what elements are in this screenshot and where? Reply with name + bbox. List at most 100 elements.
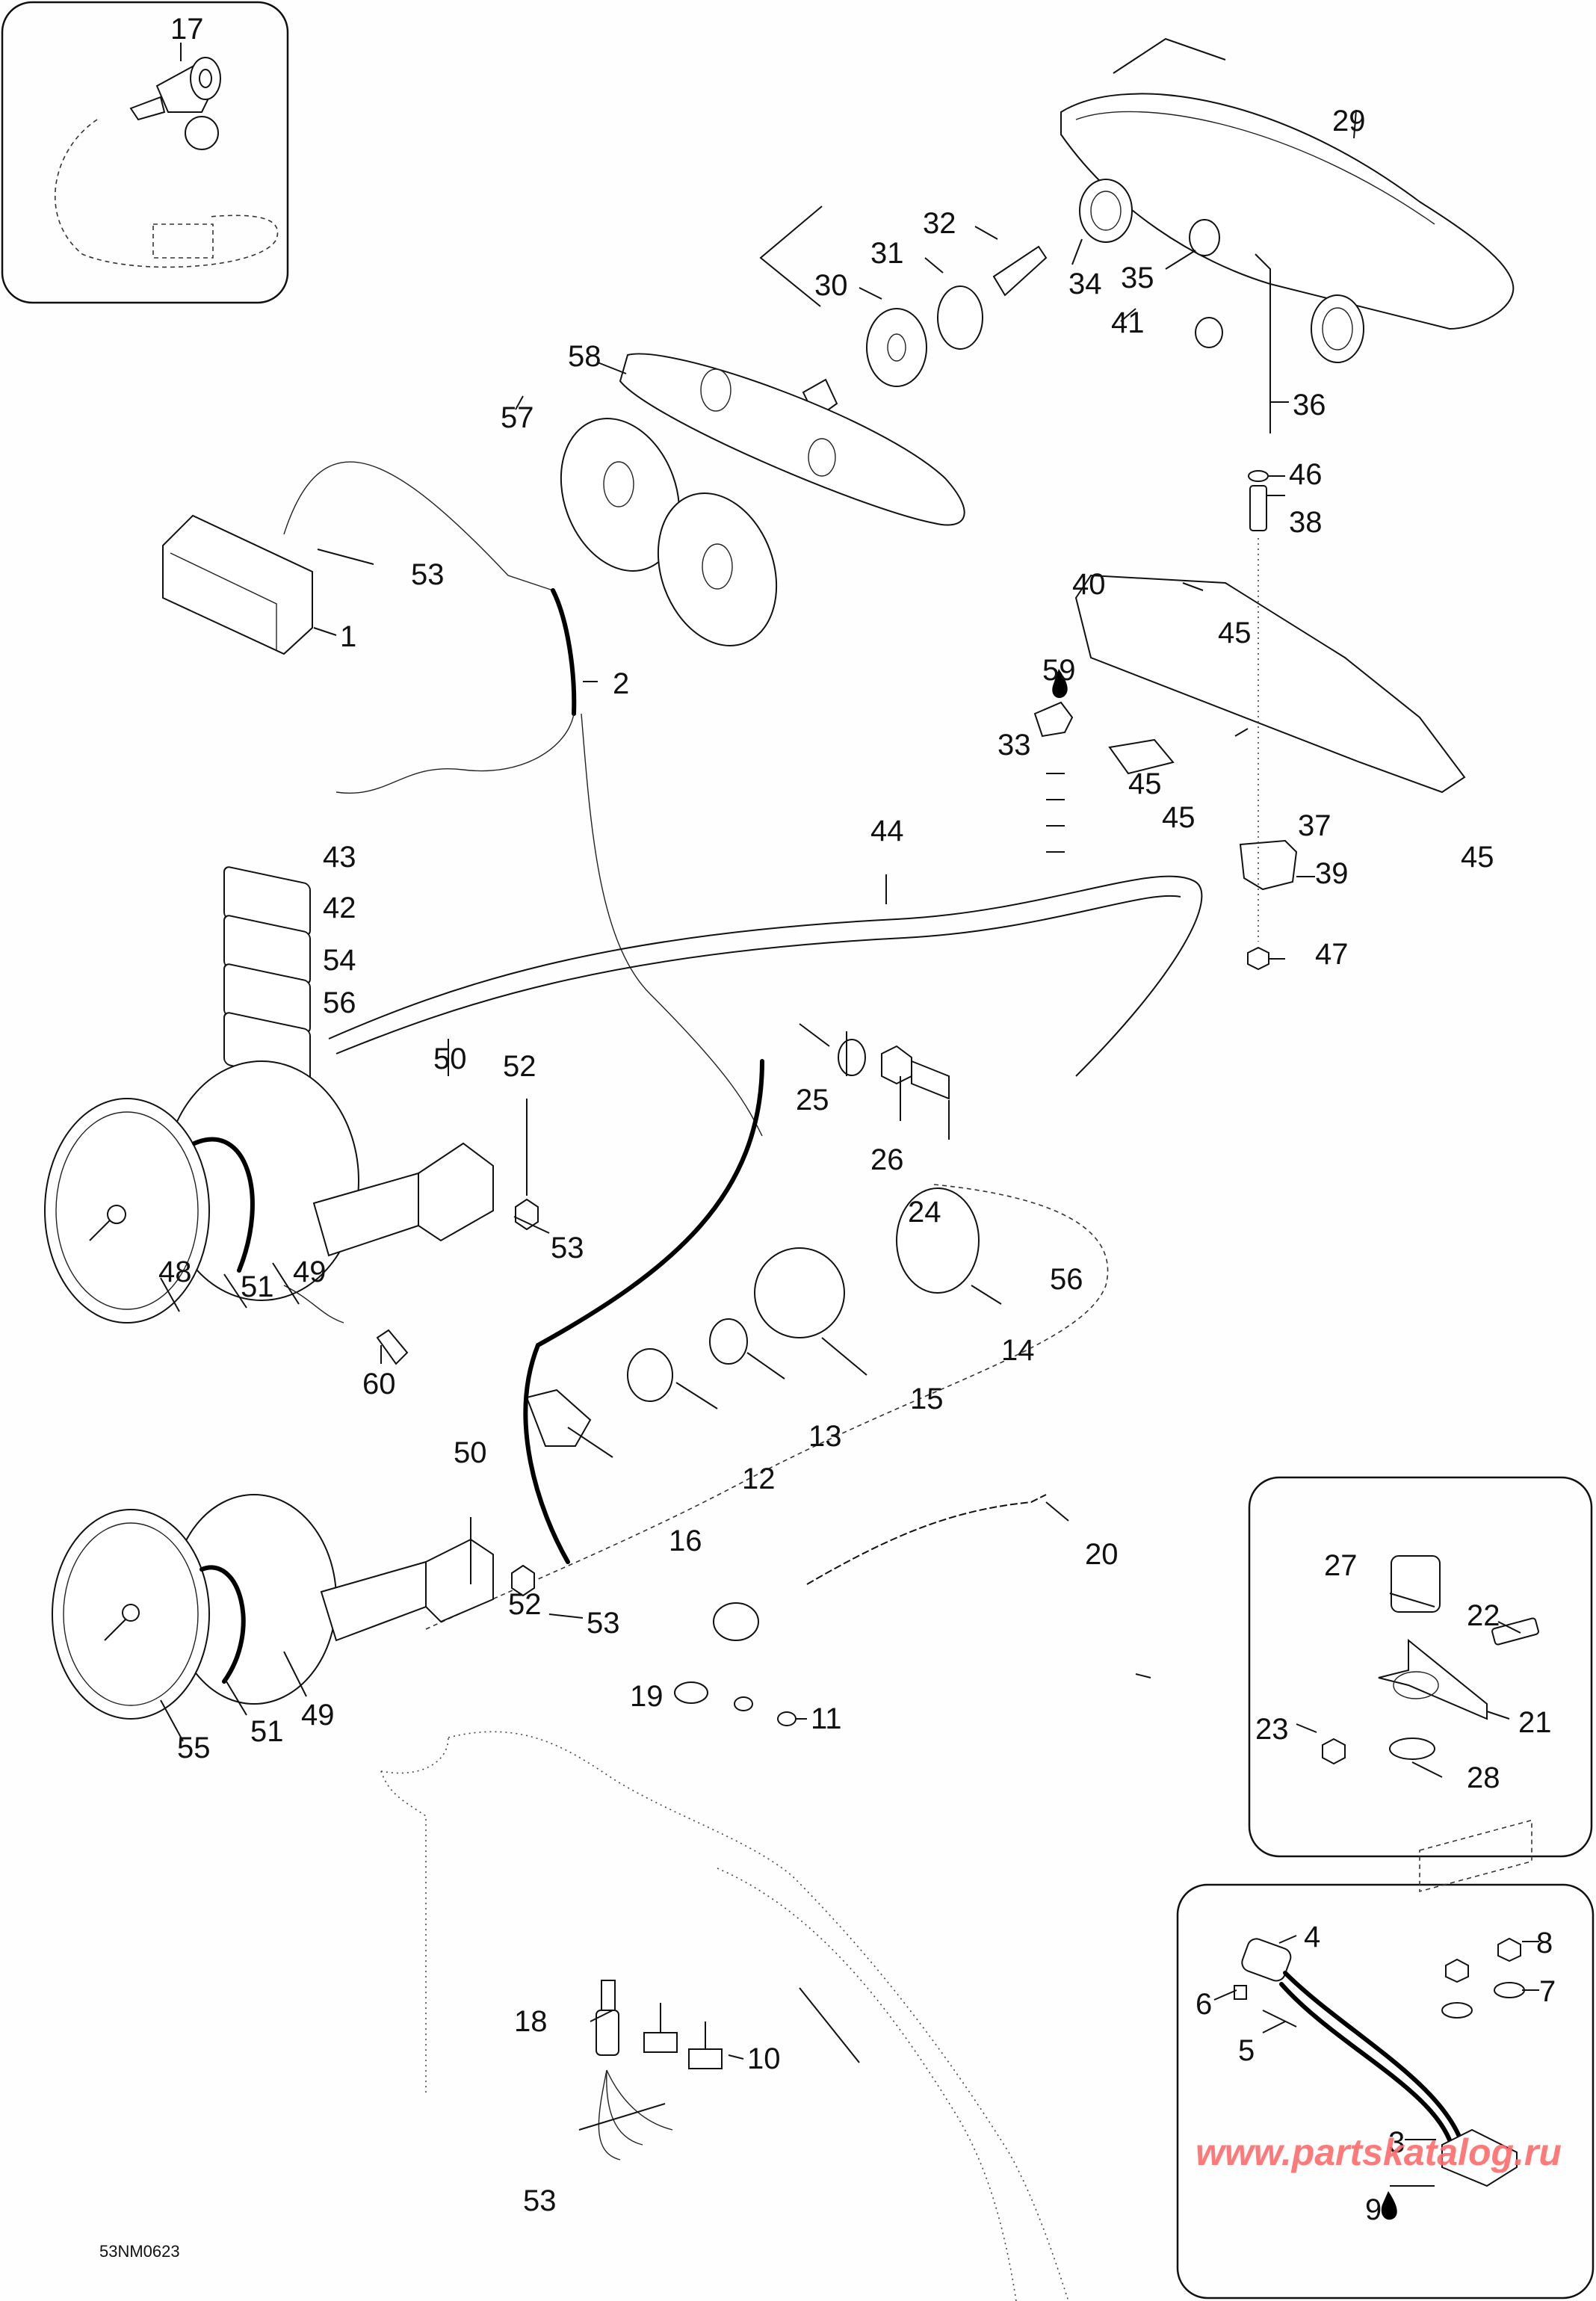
knob-part-39[interactable] [1239,839,1298,891]
callout-18: 18 [514,2005,548,2038]
ring-part-51[interactable] [192,1137,255,1273]
callout-14: 14 [1001,1334,1035,1367]
nut-part-23[interactable] [1322,1738,1346,1765]
leader-lines [160,109,1539,2187]
washer-part-46[interactable] [1248,470,1269,482]
callout-41: 41 [1111,306,1145,339]
panel-part-58[interactable] [619,353,965,526]
callout-2: 2 [613,667,629,700]
tie-part-25[interactable] [799,1023,830,1047]
callout-51: 51 [241,1270,274,1303]
key-switch-part-17[interactable] [129,57,221,150]
switch-part-10[interactable] [643,2003,723,2069]
cap-part-30[interactable] [866,308,927,387]
retainer-part-31[interactable] [937,285,983,350]
ring-part-51b[interactable] [200,1565,246,1684]
bracket-line-2 [759,206,823,307]
connector-part-4[interactable] [1240,1936,1293,1983]
bracket-part-50[interactable] [312,1142,494,1257]
lens-part-57[interactable] [541,402,700,588]
connector-dashed [152,223,214,259]
nut-part-47[interactable] [1247,946,1269,971]
callout-50: 50 [433,1043,467,1075]
plate-part-37[interactable] [1108,738,1175,775]
callout-43: 43 [323,841,356,874]
sensor-part-27[interactable] [1391,1555,1441,1613]
callout-49: 49 [293,1255,327,1288]
callout-9: 9 [1365,2193,1382,2226]
bracket-part-50b[interactable] [320,1538,494,1642]
switch-part-11[interactable] [734,1696,797,1726]
nut-part-8a[interactable] [1445,1958,1469,1983]
bracket-part-21[interactable] [1378,1638,1488,1720]
callout-45c: 45 [1162,801,1196,834]
callout-28: 28 [1467,1761,1500,1794]
callout-30: 30 [814,269,848,302]
callout-35: 35 [1121,262,1154,294]
inset-frame-2 [1248,1476,1593,1858]
switch-body-part-15[interactable] [754,1247,845,1338]
washer-part-26[interactable] [838,1039,866,1076]
callout-53-b: 53 [587,1607,620,1640]
grommet-part-35[interactable] [1189,219,1220,256]
ring-part-19[interactable] [674,1681,708,1704]
callout-55: 55 [177,1732,211,1764]
callout-22: 22 [1467,1599,1500,1632]
ignition-key-inset [1,1,289,304]
fitting-part-24[interactable] [881,1045,950,1100]
nut-part-8b[interactable] [1497,1937,1521,1962]
callout-38: 38 [1289,506,1323,539]
callout-31: 31 [870,237,904,270]
main-connector-part-1[interactable] [162,514,313,655]
pin-part-5[interactable] [1262,2010,1297,2027]
headlight-housing-part-29[interactable] [1060,93,1515,330]
bezel-part-12[interactable] [627,1348,673,1402]
nut-part-52b[interactable] [511,1564,535,1597]
callout-60: 60 [362,1368,396,1400]
callout-21: 21 [1518,1706,1552,1739]
lens-part-57b[interactable] [638,477,797,663]
callout-48: 48 [158,1255,192,1288]
coil-cord-part-20[interactable] [806,1494,1047,1585]
bulb-socket-part-34[interactable] [1079,179,1133,243]
gauge-part-55[interactable] [52,1494,337,1720]
callout-16: 16 [669,1525,702,1557]
callout-46: 46 [1289,458,1323,491]
lock-part-6[interactable] [1234,1985,1247,2000]
clip-part-41[interactable] [1195,317,1223,348]
callout-17: 17 [170,13,204,46]
lock-housing-part-14[interactable] [896,1187,980,1294]
washer-part-7a[interactable] [1441,2002,1473,2019]
key-part-16[interactable] [525,1389,592,1447]
bolt-part-22[interactable] [1491,1617,1539,1646]
wire-part-49[interactable] [283,1285,344,1324]
callout-19: 19 [630,1680,664,1713]
callout-3: 3 [1388,2126,1405,2159]
callout-53-bottom: 53 [523,2184,557,2217]
callout-56-b: 56 [1050,1263,1083,1296]
callout-29: 29 [1332,105,1366,138]
callout-45b: 45 [1128,767,1162,800]
gauge-part-48[interactable] [44,1060,359,1324]
harness-sleeve-part-2[interactable] [551,588,577,716]
sensor-part-18[interactable] [596,1980,619,2056]
bulb-part-60[interactable] [376,1329,409,1365]
callout-53-top: 53 [411,558,445,591]
callout-6: 6 [1196,1988,1212,2021]
bracket-part-40[interactable] [1074,574,1466,794]
nut-part-52[interactable] [515,1198,539,1231]
spring-part-38[interactable] [1249,485,1267,531]
rod-part-36[interactable] [1255,253,1271,433]
callout-5: 5 [1238,2034,1255,2067]
module-part-3[interactable] [1441,2128,1518,2187]
washer-part-7b[interactable] [1494,1982,1525,1998]
callout-52: 52 [503,1050,536,1083]
callout-57: 57 [501,401,534,434]
nut-part-28[interactable] [1389,1738,1435,1760]
bulb-part-32[interactable] [992,245,1048,297]
panels [541,353,965,663]
inset-frame [1,1,289,304]
nut-part-13[interactable] [709,1318,748,1365]
cover-part-33[interactable] [1033,701,1074,738]
speedo-cable-part-44[interactable] [328,875,1203,1077]
